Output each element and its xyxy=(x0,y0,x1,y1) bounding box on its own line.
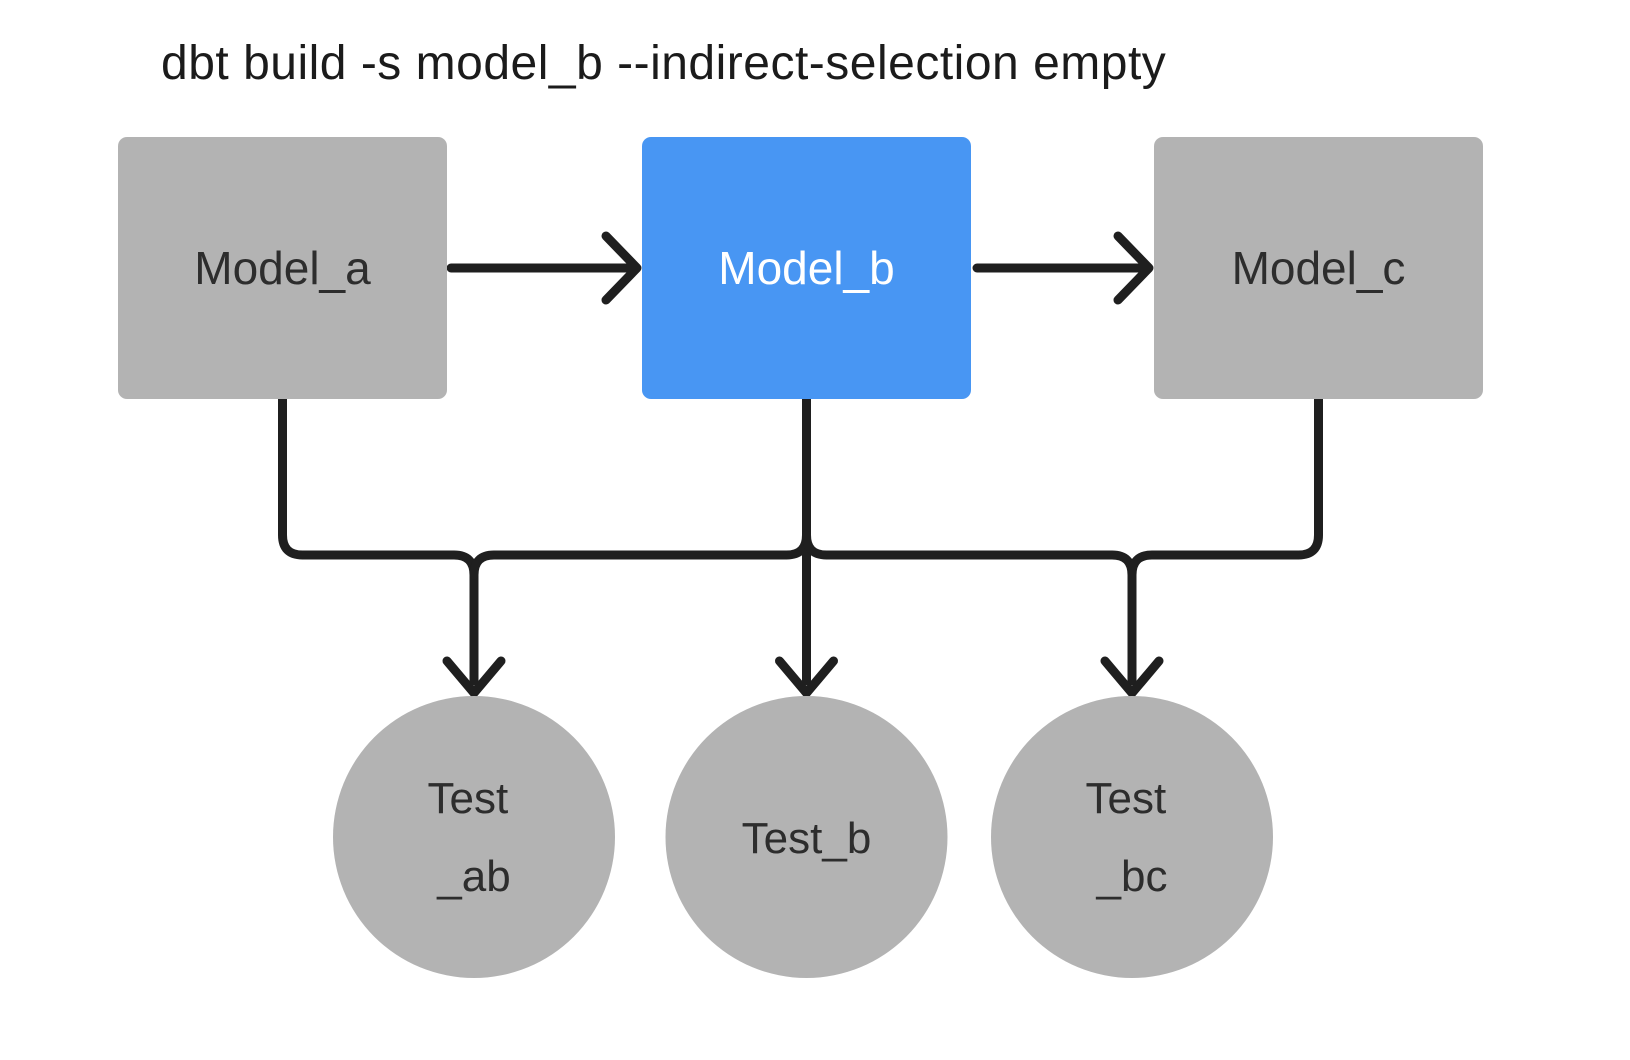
node-test-b-label: Test_b xyxy=(742,814,872,863)
node-test-bc-label: Test _bc xyxy=(1086,774,1179,901)
edge-model-c-to-test-bc xyxy=(1127,394,1323,686)
node-test-bc-label-line2: _bc xyxy=(1096,852,1168,901)
model-node-layer: Model_a Model_b Model_c xyxy=(118,137,1483,399)
node-test-ab-label-line1: Test xyxy=(428,774,509,823)
edge-model-b-to-test-ab xyxy=(469,530,811,580)
node-model-a xyxy=(118,137,447,399)
node-model-c xyxy=(1154,137,1483,399)
node-test-ab-label: Test _ab xyxy=(428,774,521,901)
edge-model-a-to-model-b xyxy=(446,231,642,305)
node-test-ab-label-line2: _ab xyxy=(436,852,510,901)
arrowhead-test-ab-icon xyxy=(442,656,506,698)
node-model-b-label: Model_b xyxy=(718,242,894,294)
node-model-c-label: Model_c xyxy=(1232,242,1406,294)
edge-model-b-to-test-bc xyxy=(802,530,1137,580)
command-title: dbt build -s model_b --indirect-selectio… xyxy=(161,37,1166,90)
node-test-ab xyxy=(333,696,615,978)
edge-model-a-to-test-ab xyxy=(278,394,479,686)
arrowhead-test-bc-icon xyxy=(1100,656,1164,698)
test-node-layer: Test _ab Test_b Test _bc xyxy=(333,696,1273,978)
arrowhead-test-b-icon xyxy=(775,656,838,698)
node-model-a-label: Model_a xyxy=(194,242,371,294)
node-test-b xyxy=(665,696,948,978)
edge-model-b-to-model-c xyxy=(972,231,1154,305)
node-test-bc xyxy=(991,696,1273,978)
node-model-b-selected xyxy=(642,137,971,399)
edge-layer xyxy=(278,231,1323,698)
node-test-bc-label-line1: Test xyxy=(1086,774,1167,823)
